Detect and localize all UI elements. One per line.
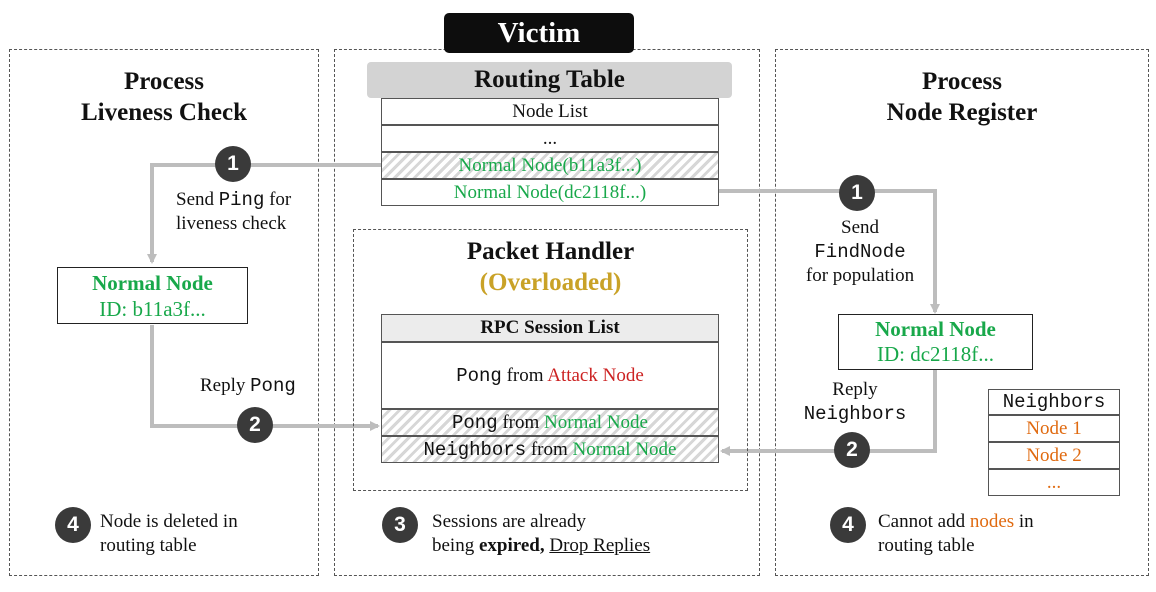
liveness-check-title: Process Liveness Check <box>9 66 319 128</box>
packet-handler-title-text: Packet Handler <box>466 238 635 265</box>
left-step-2-badge: 2 <box>237 407 273 443</box>
rpc-session-header-text: RPC Session List <box>480 317 620 338</box>
rpc-row-neighbors-code: Neighbors <box>423 439 527 461</box>
routing-row-b11a3f-text: Normal Node(b11a3f...) <box>458 155 642 176</box>
findnode-line3: for population <box>805 265 915 286</box>
neighbors-item-2-text: Node 2 <box>1026 445 1082 466</box>
rpc-row-attack-code: Pong <box>456 365 502 387</box>
routing-table-title: Routing Table <box>474 66 625 93</box>
ping-label-post: for <box>264 189 292 210</box>
arrow-neighbors <box>720 370 937 456</box>
rpc-row-attack-mid: from <box>501 365 548 386</box>
left-step-1-badge: 1 <box>215 146 251 182</box>
neighbors-table-header-text: Neighbors <box>1002 391 1106 413</box>
center-step-3-badge: 3 <box>382 507 418 543</box>
routing-row-header-text: Node List <box>512 101 588 122</box>
right-step-2-label: Reply Neighbors <box>785 378 925 426</box>
ping-label-line2: liveness check <box>176 213 287 234</box>
left-step4-line2: routing table <box>100 535 197 556</box>
rpc-row-attack-source: Attack Node <box>547 365 644 386</box>
packet-handler-status: (Overloaded) <box>479 269 622 296</box>
center-step-3-label: Sessions are already being expired, Drop… <box>432 510 752 558</box>
rpc-row-attack: Pong from Attack Node <box>381 342 719 409</box>
liveness-title-line1: Process <box>123 68 205 95</box>
right-step-1-label: Send FindNode for population <box>790 216 930 288</box>
neighbors-item-1: Node 1 <box>988 415 1120 442</box>
routing-row-dc2118f: Normal Node(dc2118f...) <box>381 179 719 206</box>
node-register-title-line1: Process <box>921 68 1003 95</box>
step3-line2-bold: expired, <box>478 535 545 556</box>
arrow-ping <box>147 163 381 264</box>
left-node-title: Normal Node <box>92 271 213 295</box>
rpc-row-pong-normal: Pong from Normal Node <box>381 409 719 436</box>
step3-line1: Sessions are already <box>432 511 587 532</box>
rpc-row-neighbors-source: Normal Node <box>572 439 677 460</box>
rpc-row-pong-source: Normal Node <box>544 412 648 433</box>
right-step4-highlight: nodes <box>969 511 1015 532</box>
right-step4-pre: Cannot add <box>878 511 970 532</box>
ping-label-pre: Send <box>176 189 219 210</box>
right-step4-post: in <box>1014 511 1034 532</box>
routing-row-b11a3f: Normal Node(b11a3f...) <box>381 152 719 179</box>
routing-row-ellipsis: ... <box>381 125 719 152</box>
left-node-id: ID: b11a3f... <box>99 297 206 321</box>
arrow-pong <box>150 325 380 431</box>
neighbors-table-header: Neighbors <box>988 389 1120 415</box>
rpc-row-pong-mid: from <box>497 412 545 433</box>
ping-code: Ping <box>218 189 265 211</box>
arrow-findnode <box>719 189 940 314</box>
node-register-title-line2: Node Register <box>886 99 1038 126</box>
rpc-session-header: RPC Session List <box>381 314 719 342</box>
right-node-id: ID: dc2118f... <box>876 342 995 366</box>
rpc-row-pong-code: Pong <box>452 412 498 434</box>
packet-handler-box <box>353 229 748 491</box>
left-step-1-label: Send Ping for liveness check <box>176 188 326 236</box>
routing-row-dc2118f-text: Normal Node(dc2118f...) <box>453 182 647 203</box>
routing-row-header: Node List <box>381 98 719 125</box>
neighbors-item-1-text: Node 1 <box>1026 418 1082 439</box>
findnode-line1: Send <box>841 217 879 238</box>
node-register-panel <box>775 49 1149 576</box>
right-step-2-badge: 2 <box>834 432 870 468</box>
left-step4-line1: Node is deleted in <box>100 511 238 532</box>
drop-replies-text: Drop Replies <box>549 535 651 556</box>
packet-handler-title: Packet Handler (Overloaded) <box>353 236 748 298</box>
left-step-4-badge: 4 <box>55 507 91 543</box>
neighbors-item-ellipsis-text: ... <box>1046 472 1062 493</box>
victim-label: Victim <box>444 13 634 53</box>
left-normal-node: Normal Node ID: b11a3f... <box>57 267 248 324</box>
right-node-title: Normal Node <box>875 317 996 341</box>
left-step-2-label: Reply Pong <box>200 374 296 398</box>
right-normal-node: Normal Node ID: dc2118f... <box>838 314 1033 370</box>
liveness-check-panel <box>9 49 319 576</box>
findnode-code: FindNode <box>814 241 906 263</box>
pong-code: Pong <box>250 375 296 397</box>
neighbors-reply-line1: Reply <box>832 379 878 400</box>
step3-line2-pre: being <box>432 535 479 556</box>
rpc-row-neighbors-mid: from <box>526 439 573 460</box>
liveness-title-line2: Liveness Check <box>81 99 247 126</box>
rpc-row-neighbors-normal: Neighbors from Normal Node <box>381 436 719 463</box>
routing-table-header: Routing Table <box>367 62 732 98</box>
right-step4-line2: routing table <box>878 535 975 556</box>
right-step-4-badge: 4 <box>830 507 866 543</box>
right-step-1-badge: 1 <box>839 175 875 211</box>
neighbors-item-2: Node 2 <box>988 442 1120 469</box>
routing-row-ellipsis-text: ... <box>542 128 558 149</box>
victim-label-text: Victim <box>497 17 581 49</box>
pong-label-pre: Reply <box>200 375 251 396</box>
left-step-4-label: Node is deleted in routing table <box>100 510 238 558</box>
neighbors-item-ellipsis: ... <box>988 469 1120 496</box>
node-register-title: Process Node Register <box>775 66 1149 128</box>
right-step-4-label: Cannot add nodes in routing table <box>878 510 1034 558</box>
neighbors-reply-code: Neighbors <box>803 403 907 425</box>
